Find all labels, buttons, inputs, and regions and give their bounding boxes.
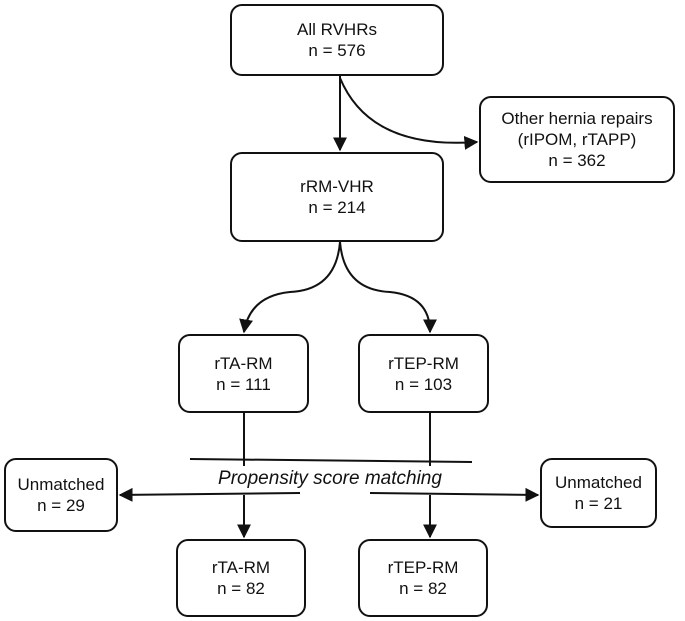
- rrm-vhr-box: rRM-VHR n = 214: [230, 152, 444, 242]
- rtep-rm-pre-count: n = 103: [394, 374, 453, 394]
- all-rvhrs-box: All RVHRs n = 576: [230, 4, 444, 76]
- rta-rm-pre-box: rTA-RM n = 111: [178, 334, 309, 413]
- rrm-vhr-count: n = 214: [308, 198, 366, 217]
- unmatched-right-count: n = 21: [574, 494, 623, 513]
- other-repairs-count: n = 362: [548, 151, 606, 170]
- other-repairs-subtitle: (rIPOM, rTAPP): [517, 130, 637, 149]
- all-rvhrs-count: n = 576: [308, 41, 366, 60]
- rta-rm-pre-count: n = 111: [216, 374, 271, 394]
- other-repairs-title: Other hernia repairs: [501, 109, 653, 128]
- arrow-all-to-other: [339, 77, 479, 150]
- arrow-rrm-to-rtep: [339, 241, 437, 334]
- propensity-score-matching-label: Propensity score matching: [218, 468, 442, 489]
- rtep-rm-post-title: rTEP-RM: [387, 558, 459, 577]
- rrm-vhr-title: rRM-VHR: [300, 177, 374, 196]
- unmatched-right-box: Unmatched n = 21: [540, 458, 657, 528]
- unmatched-left-title: Unmatched: [17, 475, 105, 494]
- arrow-rrm-to-rta: [239, 241, 341, 334]
- rta-rm-post-count: n = 82: [217, 579, 265, 598]
- rtep-rm-pre-title: rTEP-RM: [388, 353, 459, 373]
- arrow-matching-to-unmatched-right: [369, 487, 540, 502]
- rtep-rm-pre-box: rTEP-RM n = 103: [358, 334, 489, 413]
- arrow-matching-to-unmatched-left: [118, 487, 301, 502]
- unmatched-left-box: Unmatched n = 29: [4, 458, 118, 532]
- rtep-rm-post-count: n = 82: [399, 579, 447, 598]
- rta-rm-post-title: rTA-RM: [211, 558, 271, 577]
- matching-divider-top: [189, 458, 473, 463]
- rta-rm-post-box: rTA-RM n = 82: [176, 539, 306, 617]
- rtep-rm-post-box: rTEP-RM n = 82: [358, 539, 488, 617]
- rta-rm-pre-title: rTA-RM: [214, 353, 273, 373]
- unmatched-right-title: Unmatched: [555, 473, 642, 492]
- all-rvhrs-title: All RVHRs: [297, 20, 377, 39]
- other-hernia-repairs-box: Other hernia repairs (rIPOM, rTAPP) n = …: [479, 96, 675, 183]
- unmatched-left-count: n = 29: [37, 496, 85, 515]
